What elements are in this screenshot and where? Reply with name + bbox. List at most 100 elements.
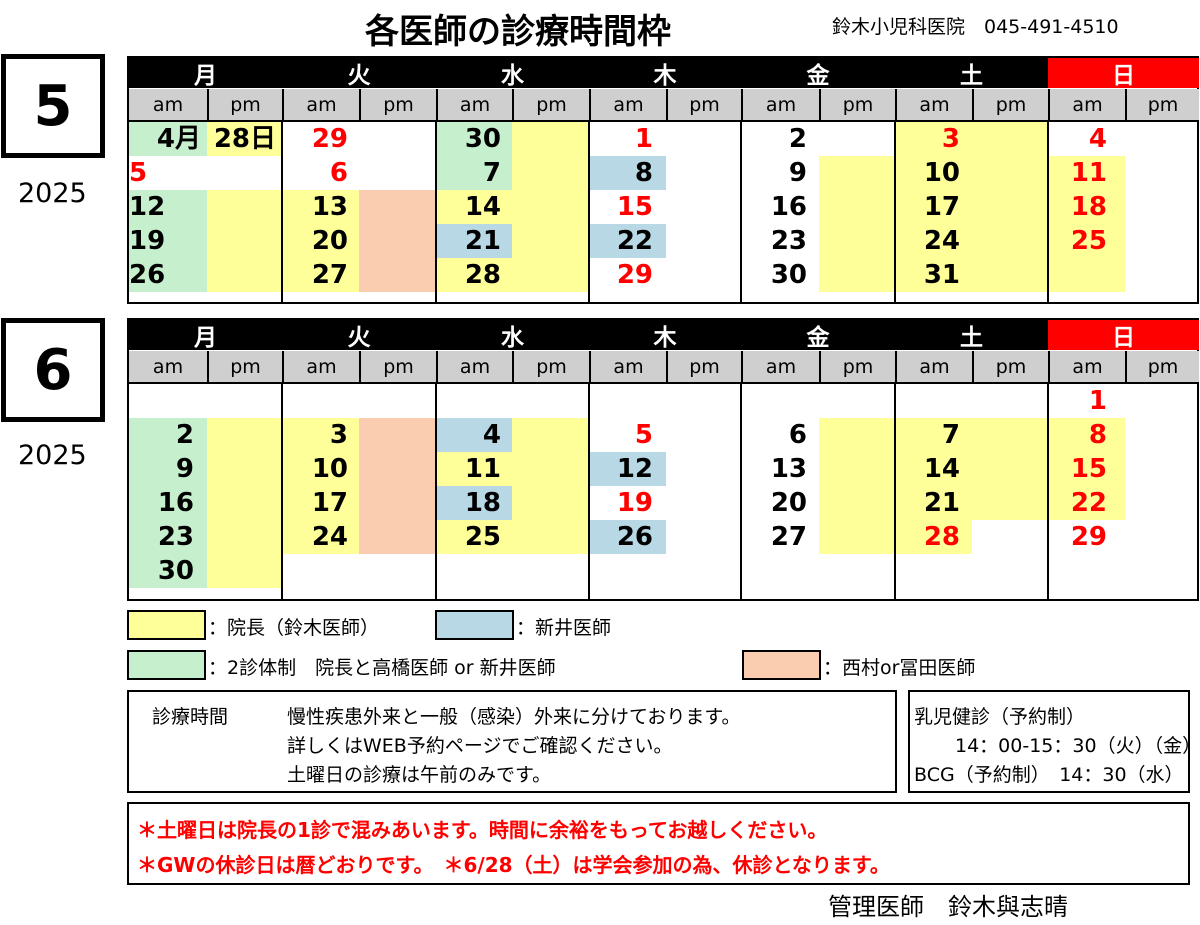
- date-number: 27: [311, 260, 348, 290]
- schedule-cell-blue: [589, 520, 666, 554]
- schedule-cell-yellow: [282, 258, 359, 292]
- date-number: 28日: [213, 124, 276, 154]
- date-number: 4: [1088, 124, 1107, 154]
- schedule-cell-yellow: [972, 190, 1048, 224]
- schedule-cell-yellow: [819, 190, 895, 224]
- date-number: 24: [923, 226, 960, 256]
- date-number: 17: [923, 192, 960, 222]
- day-divider: [894, 384, 896, 599]
- date-number: 13: [311, 192, 348, 222]
- schedule-cell-yellow: [436, 190, 512, 224]
- date-number: 29: [616, 260, 653, 290]
- legend-swatch-peach: [742, 650, 821, 680]
- schedule-cell-yellow: [895, 156, 972, 190]
- schedule-cell-blue: [436, 486, 512, 520]
- schedule-cell-peach: [359, 258, 436, 292]
- date-number: 14: [923, 454, 960, 484]
- schedule-cell-yellow: [512, 486, 589, 520]
- month-number: 6: [33, 337, 73, 403]
- schedule-cell-yellow: [895, 520, 972, 554]
- date-number: 11: [1070, 158, 1107, 188]
- weekday-header: 日: [1048, 58, 1199, 89]
- schedule-cell-green: [129, 520, 207, 554]
- schedule-cell-blue: [589, 452, 666, 486]
- schedule-cell-yellow: [436, 452, 512, 486]
- schedule-cell-yellow: [1048, 486, 1125, 520]
- day-divider: [588, 384, 590, 599]
- schedule-cell-green: [129, 452, 207, 486]
- date-number: 27: [770, 522, 807, 552]
- schedule-cell-yellow: [1048, 156, 1125, 190]
- schedule-cell-peach: [359, 190, 436, 224]
- notice-box: [127, 802, 1190, 885]
- schedule-cell-peach: [359, 486, 436, 520]
- date-number: 4: [482, 420, 501, 450]
- ampm-header: pm: [512, 351, 589, 382]
- schedule-cell-yellow: [819, 452, 895, 486]
- day-divider: [588, 122, 590, 302]
- ampm-header: am: [282, 89, 359, 120]
- schedule-cell-green: [129, 554, 207, 588]
- ampm-header: am: [895, 89, 972, 120]
- date-number: 24: [311, 522, 348, 552]
- date-number: 12: [129, 192, 166, 222]
- date-number: 3: [941, 124, 960, 154]
- date-number: 8: [1088, 420, 1107, 450]
- schedule-cell-yellow: [282, 224, 359, 258]
- date-number: 1: [634, 124, 653, 154]
- schedule-cell-yellow: [895, 452, 972, 486]
- schedule-cell-yellow: [282, 486, 359, 520]
- date-number: 8: [634, 158, 653, 188]
- page-title: 各医師の診療時間枠: [365, 12, 671, 52]
- ampm-header: pm: [819, 351, 895, 382]
- date-number: 14: [464, 192, 501, 222]
- date-number: 20: [770, 488, 807, 518]
- schedule-cell-blue: [589, 156, 666, 190]
- date-number: 2: [175, 420, 194, 450]
- schedule-cell-yellow: [512, 418, 589, 452]
- schedule-cell-yellow: [207, 224, 282, 258]
- date-number: 2: [788, 124, 807, 154]
- ampm-header: am: [741, 351, 819, 382]
- checkup-box: [908, 690, 1190, 793]
- date-number: 20: [311, 226, 348, 256]
- schedule-cell-green: [129, 486, 207, 520]
- date-number: 18: [1070, 192, 1107, 222]
- schedule-cell-yellow: [1048, 452, 1125, 486]
- date-number: 22: [616, 226, 653, 256]
- schedule-cell-green: [436, 156, 512, 190]
- date-number: 7: [941, 420, 960, 450]
- ampm-header: pm: [207, 351, 282, 382]
- schedule-cell-yellow: [972, 452, 1048, 486]
- ampm-header: am: [1048, 89, 1125, 120]
- date-number: 28: [464, 260, 501, 290]
- month-number: 5: [33, 73, 73, 139]
- date-number: 26: [616, 522, 653, 552]
- date-number: 5: [129, 158, 148, 188]
- date-number: 26: [129, 260, 166, 290]
- date-number: 16: [157, 488, 194, 518]
- schedule-cell-yellow: [1048, 190, 1125, 224]
- schedule-cell-yellow: [895, 258, 972, 292]
- date-number: 15: [1070, 454, 1107, 484]
- notice-holidays: ＊GWの休診日は暦どおりです。 ＊6/28（土）は学会参加の為、休診となります。: [137, 853, 890, 877]
- date-number: 23: [770, 226, 807, 256]
- schedule-cell-yellow: [282, 452, 359, 486]
- schedule-cell-yellow: [282, 190, 359, 224]
- checkup-line-3: BCG（予約制） 14：30（水）: [914, 764, 1184, 786]
- date-number: 21: [464, 226, 501, 256]
- schedule-cell-yellow: [1048, 224, 1125, 258]
- schedule-cell-yellow: [1048, 258, 1125, 292]
- day-divider: [740, 122, 742, 302]
- date-number: 12: [616, 454, 653, 484]
- schedule-cell-yellow: [895, 486, 972, 520]
- schedule-cell-yellow: [819, 418, 895, 452]
- schedule-cell-peach: [359, 520, 436, 554]
- date-number: 29: [1070, 522, 1107, 552]
- schedule-cell-yellow: [282, 418, 359, 452]
- schedule-cell-yellow: [512, 452, 589, 486]
- ampm-header: pm: [1125, 89, 1199, 120]
- day-divider: [281, 384, 283, 599]
- ampm-header: am: [895, 351, 972, 382]
- ampm-header: am: [282, 351, 359, 382]
